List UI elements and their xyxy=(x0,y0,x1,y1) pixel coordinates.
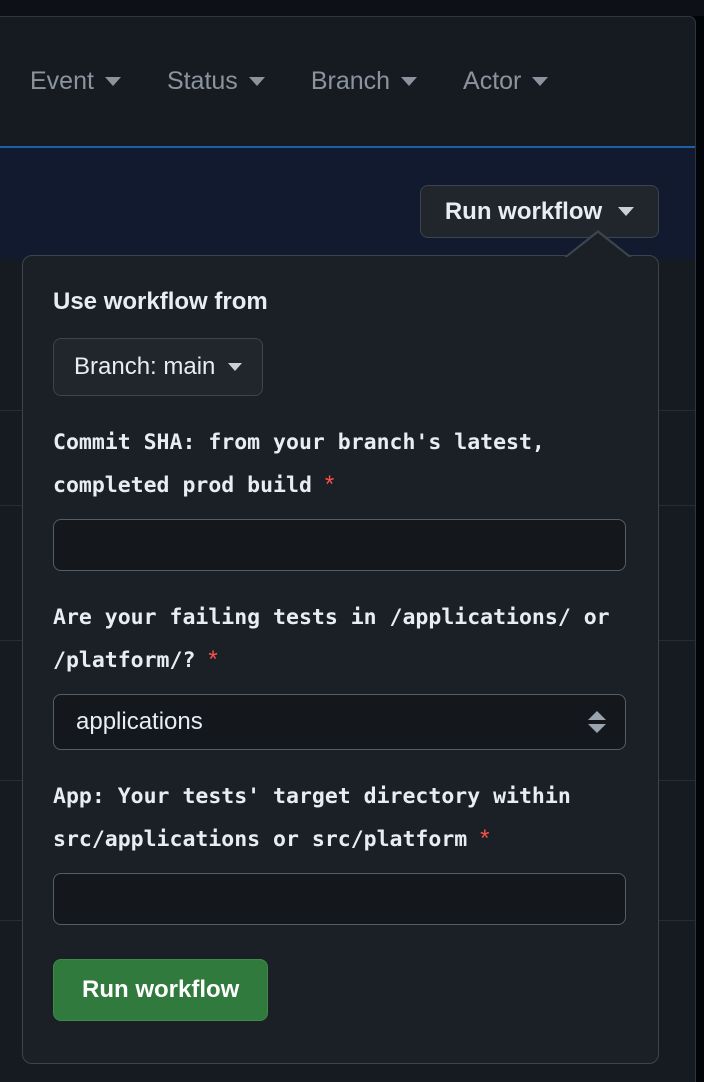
chevron-down-icon xyxy=(618,207,635,216)
popover-title: Use workflow from xyxy=(53,288,268,315)
run-workflow-popover: Use workflow from Branch: main Commit SH… xyxy=(22,255,659,1064)
field-commit-sha-label: Commit SHA: from your branch's latest, c… xyxy=(53,422,628,507)
field-app-directory: App: Your tests' target directory within… xyxy=(53,776,628,925)
popover-arrow-fill xyxy=(566,233,630,258)
field-commit-sha: Commit SHA: from your branch's latest, c… xyxy=(53,422,628,571)
run-workflow-dropdown-label: Run workflow xyxy=(444,197,603,225)
branch-selector-button[interactable]: Branch: main xyxy=(53,338,264,396)
field-commit-sha-label-text: Commit SHA: from your branch's latest, c… xyxy=(53,430,545,498)
tests-location-select-value: applications xyxy=(76,708,203,735)
filter-actor-label: Actor xyxy=(463,66,522,95)
filter-branch[interactable]: Branch xyxy=(310,66,418,95)
filter-event[interactable]: Event xyxy=(30,66,121,95)
filter-event-label: Event xyxy=(30,66,94,95)
commit-sha-input[interactable] xyxy=(53,519,626,571)
required-asterisk: * xyxy=(324,471,335,498)
filter-status[interactable]: Status xyxy=(166,66,265,95)
field-tests-location-label-text: Are your failing tests in /applications/… xyxy=(53,605,610,673)
chevron-down-icon xyxy=(401,76,418,86)
app-directory-input[interactable] xyxy=(53,873,626,925)
filter-actor[interactable]: Actor xyxy=(463,66,549,95)
tests-location-select[interactable]: applications xyxy=(53,694,626,750)
field-app-directory-label-text: App: Your tests' target directory within… xyxy=(53,784,571,852)
run-workflow-submit-button[interactable]: Run workflow xyxy=(53,959,269,1021)
chevron-down-icon xyxy=(248,76,265,86)
required-asterisk: * xyxy=(208,646,218,673)
filter-status-label: Status xyxy=(166,66,238,95)
chevron-down-icon xyxy=(532,76,549,86)
field-tests-location-label: Are your failing tests in /applications/… xyxy=(53,597,628,682)
chevron-down-icon xyxy=(104,76,121,86)
field-tests-location: Are your failing tests in /applications/… xyxy=(53,597,628,750)
chevron-down-icon xyxy=(228,363,243,371)
page-top-strip xyxy=(0,0,704,16)
branch-selector-label: Branch: main xyxy=(74,353,216,380)
filter-bar: Event Status Branch Actor xyxy=(0,16,695,146)
tests-location-select-wrapper: applications xyxy=(53,694,626,750)
field-app-directory-label: App: Your tests' target directory within… xyxy=(53,776,628,861)
required-asterisk: * xyxy=(480,825,490,852)
run-workflow-dropdown-button[interactable]: Run workflow xyxy=(420,185,659,238)
filter-branch-label: Branch xyxy=(310,66,391,95)
